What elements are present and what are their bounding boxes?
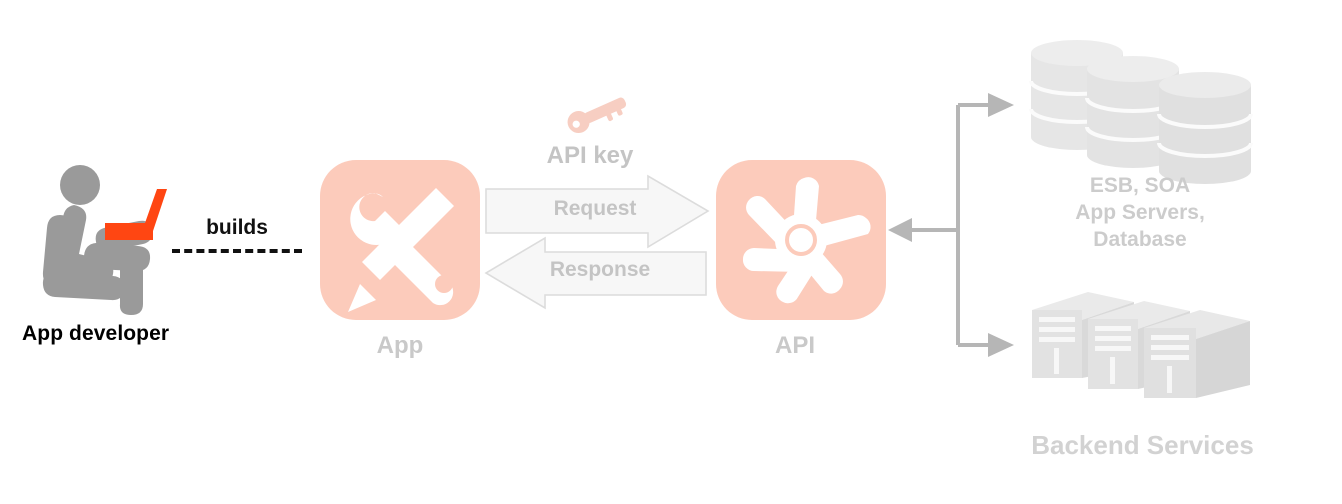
api-node-label: API (774, 332, 815, 359)
builds-label: builds (206, 216, 268, 239)
api-node-tile[interactable] (716, 160, 886, 320)
esb-soa-label-line-1: ESB, SOA (1089, 174, 1191, 197)
server-rack-3 (1144, 310, 1250, 398)
app-developer-label: App developer (22, 322, 170, 345)
key-icon (567, 97, 627, 134)
request-label: Request (553, 197, 637, 220)
builds-dashed-line (172, 249, 302, 253)
database-cylinder-3 (1157, 72, 1253, 184)
arrow-to-server-racks (988, 333, 1014, 357)
response-arrow (484, 236, 707, 310)
api-starburst-icon (742, 177, 871, 304)
esb-soa-label: ESB, SOA App Servers, Database (1020, 172, 1260, 253)
app-node-tile[interactable] (320, 160, 480, 320)
esb-soa-label-line-2: App Servers, (1075, 201, 1205, 224)
arrow-to-database-stack (988, 93, 1014, 117)
api-key-label: API key (546, 142, 634, 169)
laptop-icon (105, 189, 167, 240)
backend-services-label: Backend Services (1031, 430, 1254, 460)
app-node-label: App (376, 332, 424, 359)
esb-soa-label-line-3: Database (1093, 228, 1187, 251)
database-cylinder-2 (1085, 56, 1181, 168)
request-arrow (485, 174, 710, 249)
arrow-to-api (888, 218, 912, 242)
wrench-and-pencil-icon (348, 188, 454, 312)
response-label: Response (549, 258, 651, 281)
